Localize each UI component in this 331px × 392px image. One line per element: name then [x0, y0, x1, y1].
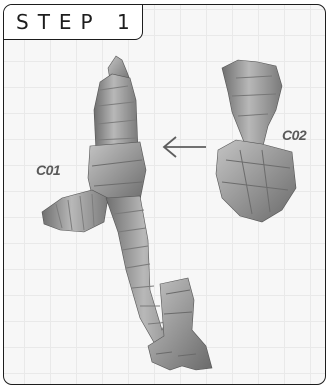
part-label-c01: C01: [36, 162, 60, 178]
assembly-arrow-icon: [164, 137, 206, 157]
part-c01-model: [42, 56, 212, 370]
part-label-c02: C02: [282, 127, 306, 143]
